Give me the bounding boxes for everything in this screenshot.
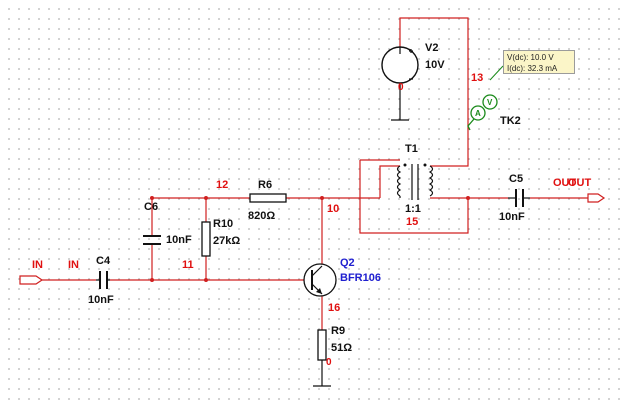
junction-dot — [150, 196, 154, 200]
wire-net-15[interactable] — [359, 160, 469, 234]
c4-value-label: 10nF — [88, 294, 114, 306]
q2-model-label: BFR106 — [340, 272, 381, 284]
r10-value-label: 27kΩ — [213, 235, 241, 247]
c4-capacitor-symbol[interactable] — [96, 271, 110, 289]
c5-capacitor-symbol[interactable] — [508, 189, 530, 207]
r9-value-label: 51Ω — [331, 342, 353, 354]
probe-a-glyph: A — [475, 109, 481, 118]
t1-ratio-label: 1:1 — [405, 203, 421, 215]
r10-ref-label: R10 — [213, 218, 234, 230]
net-label-12: 12 — [216, 179, 229, 191]
r10-resistor-symbol[interactable] — [201, 221, 211, 257]
r9-resistor-symbol[interactable] — [313, 329, 331, 387]
wire-net-13[interactable] — [399, 17, 469, 167]
junction-dot — [204, 278, 208, 282]
r6-value-label: 820Ω — [248, 210, 276, 222]
v2-node-label: 0 — [398, 82, 404, 93]
in-port-connector[interactable] — [19, 275, 44, 285]
r9-node-label: 0 — [326, 357, 332, 368]
t1-ref-label: T1 — [405, 143, 418, 155]
probe-v-glyph: V — [487, 98, 493, 107]
out-net-label: OUT — [553, 177, 577, 189]
in-net-label: IN — [68, 259, 79, 271]
in-port-label: IN — [32, 259, 43, 271]
net-label-15: 15 — [406, 216, 419, 228]
v2-value-label: 10V — [425, 59, 445, 71]
junction-dot — [150, 278, 154, 282]
c5-ref-label: C5 — [509, 173, 524, 185]
q2-ref-label: Q2 — [340, 257, 355, 269]
v2-source-symbol[interactable] — [381, 46, 419, 121]
v2-ref-label: V2 — [425, 42, 439, 54]
out-port-label: OUT — [568, 177, 592, 189]
c5-value-label: 10nF — [499, 211, 525, 223]
c6-ref-label: C6 — [144, 201, 159, 213]
junction-dot — [466, 196, 470, 200]
net-label-10: 10 — [327, 203, 340, 215]
net-label-16: 16 — [328, 302, 341, 314]
net-label-11: 11 — [182, 259, 194, 271]
probe-readout: V(dc): 10.0 V I(dc): 32.3 mA — [503, 50, 575, 74]
t1-transformer-symbol[interactable] — [396, 163, 434, 201]
c6-capacitor-symbol[interactable] — [143, 235, 161, 245]
probe-icon[interactable] — [467, 65, 504, 131]
c6-value-label: 10nF — [166, 234, 192, 246]
junctions — [150, 196, 470, 282]
r6-resistor-symbol[interactable] — [249, 193, 287, 203]
wire-t1-primary[interactable] — [379, 165, 400, 198]
junction-dot — [320, 196, 324, 200]
r6-ref-label: R6 — [258, 179, 273, 191]
probe-idc: I(dc): 32.3 mA — [507, 64, 558, 73]
junction-dot — [204, 196, 208, 200]
probe-ref-label: TK2 — [500, 115, 521, 127]
probe-vdc: V(dc): 10.0 V — [507, 53, 554, 62]
wires — [42, 17, 588, 330]
out-port-connector[interactable] — [587, 193, 606, 203]
q2-transistor-symbol[interactable] — [303, 263, 337, 297]
net-label-13: 13 — [471, 72, 484, 84]
c4-ref-label: C4 — [96, 255, 111, 267]
r9-ref-label: R9 — [331, 325, 346, 337]
